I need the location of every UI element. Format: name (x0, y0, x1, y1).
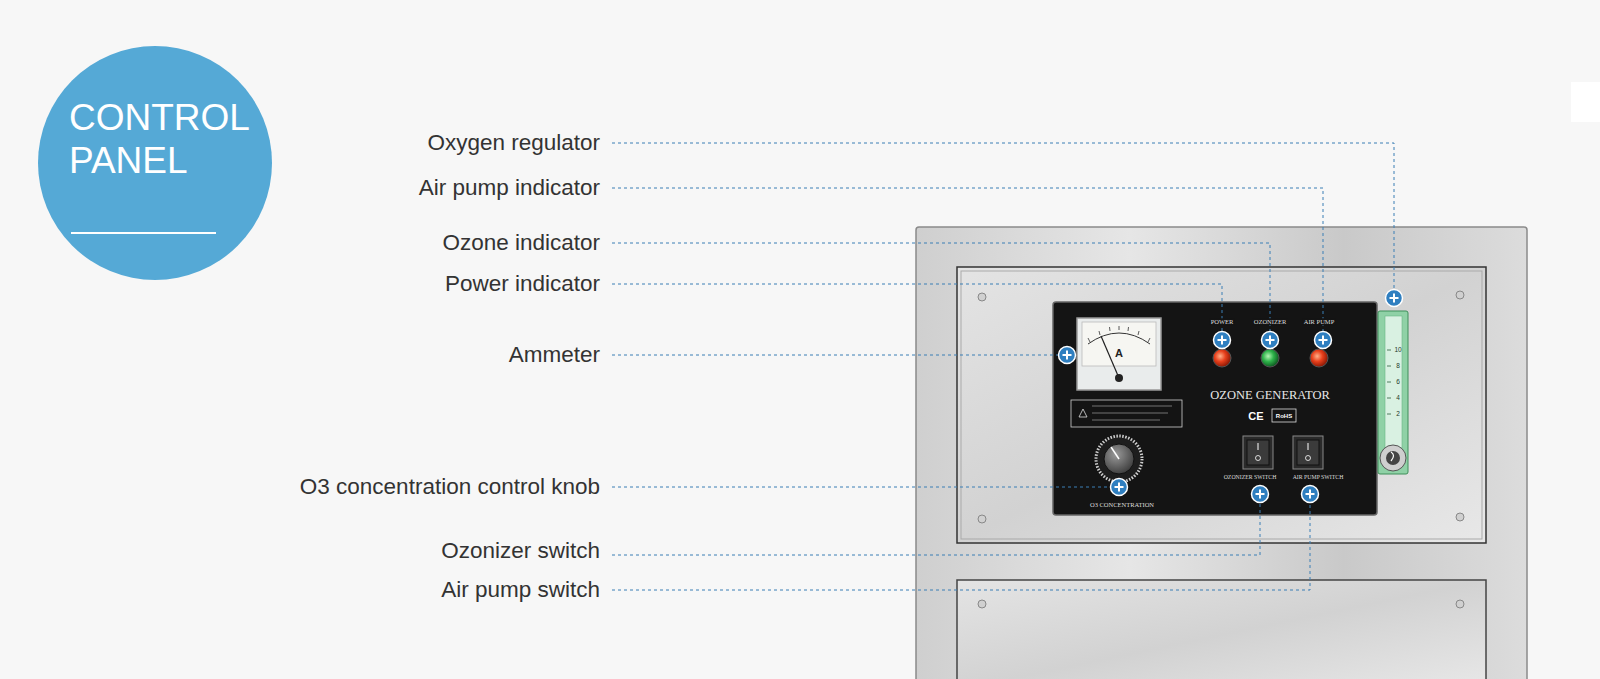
air-pump-lamp (1310, 349, 1328, 367)
screw (1456, 291, 1464, 299)
rohs-frame (1272, 409, 1296, 422)
rocker (1247, 440, 1269, 465)
scale-arc (1088, 333, 1150, 344)
regulator-knob (1380, 445, 1406, 471)
screws (978, 291, 1464, 608)
plus-marker (1059, 347, 1076, 364)
heading-underline (71, 232, 216, 234)
leader-line (612, 143, 1394, 289)
indicator-lamps (1213, 349, 1328, 367)
leader-line (612, 503, 1260, 555)
callout-label: Ozonizer switch (441, 538, 600, 564)
leader-line (612, 188, 1323, 331)
warning-plate (1071, 400, 1182, 427)
screw (978, 515, 986, 523)
power-lamp (1213, 349, 1231, 367)
off-mark (1306, 456, 1311, 461)
screw (978, 293, 986, 301)
callout-label: Air pump switch (441, 577, 600, 603)
callout-label: O3 concentration control knob (300, 474, 600, 500)
knob-cap (1104, 444, 1134, 474)
control-board (1053, 302, 1377, 515)
flow-scale-number: 8 (1396, 362, 1400, 369)
screw (978, 600, 986, 608)
plus-marker (1262, 332, 1279, 349)
knob (1096, 436, 1142, 482)
scale-ticks (1088, 326, 1150, 342)
plus-marker (1252, 486, 1269, 503)
callout-label: Ozone indicator (442, 230, 600, 256)
switch-label: AIR PUMP SWITCH (1293, 474, 1344, 481)
flowmeter-body (1378, 311, 1408, 474)
ammeter-face (1077, 318, 1161, 390)
leader-line (612, 487, 1110, 488)
warning-sign (1079, 409, 1087, 417)
knob-pointer (1111, 447, 1119, 459)
ammeter-scale (1082, 322, 1156, 366)
on-mark (1308, 443, 1309, 450)
panel-label: OZONIZER (1253, 318, 1288, 325)
flowmeter-tube (1385, 316, 1402, 448)
plus-marker (1315, 332, 1332, 349)
callout-label: Oxygen regulator (427, 130, 600, 156)
knob-dial (1096, 436, 1142, 482)
on-mark (1258, 443, 1259, 450)
plus-marker (1302, 486, 1319, 503)
rohs-mark: RoHS (1276, 413, 1292, 420)
callout-label: Air pump indicator (419, 175, 600, 201)
rocker (1297, 440, 1319, 465)
ce-mark: CE (1248, 410, 1263, 423)
markers (1059, 290, 1403, 503)
flow-scale-number: 4 (1396, 394, 1400, 401)
flow-scale-number: 6 (1396, 378, 1400, 385)
callout-label: Ammeter (509, 342, 600, 368)
edge-tab (1571, 82, 1600, 122)
ozonizer-switch (1243, 436, 1273, 469)
leader-lines (612, 143, 1394, 590)
needle-pivot (1115, 374, 1123, 382)
switches (1243, 436, 1323, 469)
plus-marker (1386, 290, 1403, 307)
screw (1456, 513, 1464, 521)
knob-label: O3 CONCENTRATION (1090, 501, 1154, 508)
warning-box (1071, 400, 1182, 427)
flowmeter (1378, 311, 1408, 474)
warning-lines (1092, 406, 1172, 420)
leader-line (612, 355, 1058, 356)
title-circle: CONTROL PANEL (38, 46, 272, 280)
leader-line (612, 243, 1270, 331)
flow-ticks (1387, 350, 1391, 414)
off-mark (1256, 456, 1261, 461)
plus-marker (1214, 332, 1231, 349)
panel-label: POWER (1210, 318, 1235, 325)
plus-marker (1111, 479, 1128, 496)
meter-unit: A (1115, 347, 1123, 360)
front-plate (957, 267, 1486, 543)
leader-line (612, 503, 1310, 590)
flow-scale-number: 2 (1396, 410, 1400, 417)
ammeter (1077, 318, 1161, 390)
air-pump-switch (1293, 436, 1323, 469)
panel-title: OZONE GENERATOR (1210, 388, 1330, 402)
regulator-mark (1391, 452, 1394, 461)
panel-label: AIR PUMP (1303, 318, 1336, 325)
flow-scale-number: 10 (1394, 346, 1401, 353)
switch-label: OZONIZER SWITCH (1224, 474, 1277, 481)
leader-line (612, 284, 1222, 331)
circle-heading: CONTROL PANEL (69, 96, 259, 182)
callout-label: Power indicator (445, 271, 600, 297)
ozone-lamp (1261, 349, 1279, 367)
regulator-cap (1386, 451, 1400, 465)
lower-panel (957, 580, 1486, 679)
screw (1456, 600, 1464, 608)
